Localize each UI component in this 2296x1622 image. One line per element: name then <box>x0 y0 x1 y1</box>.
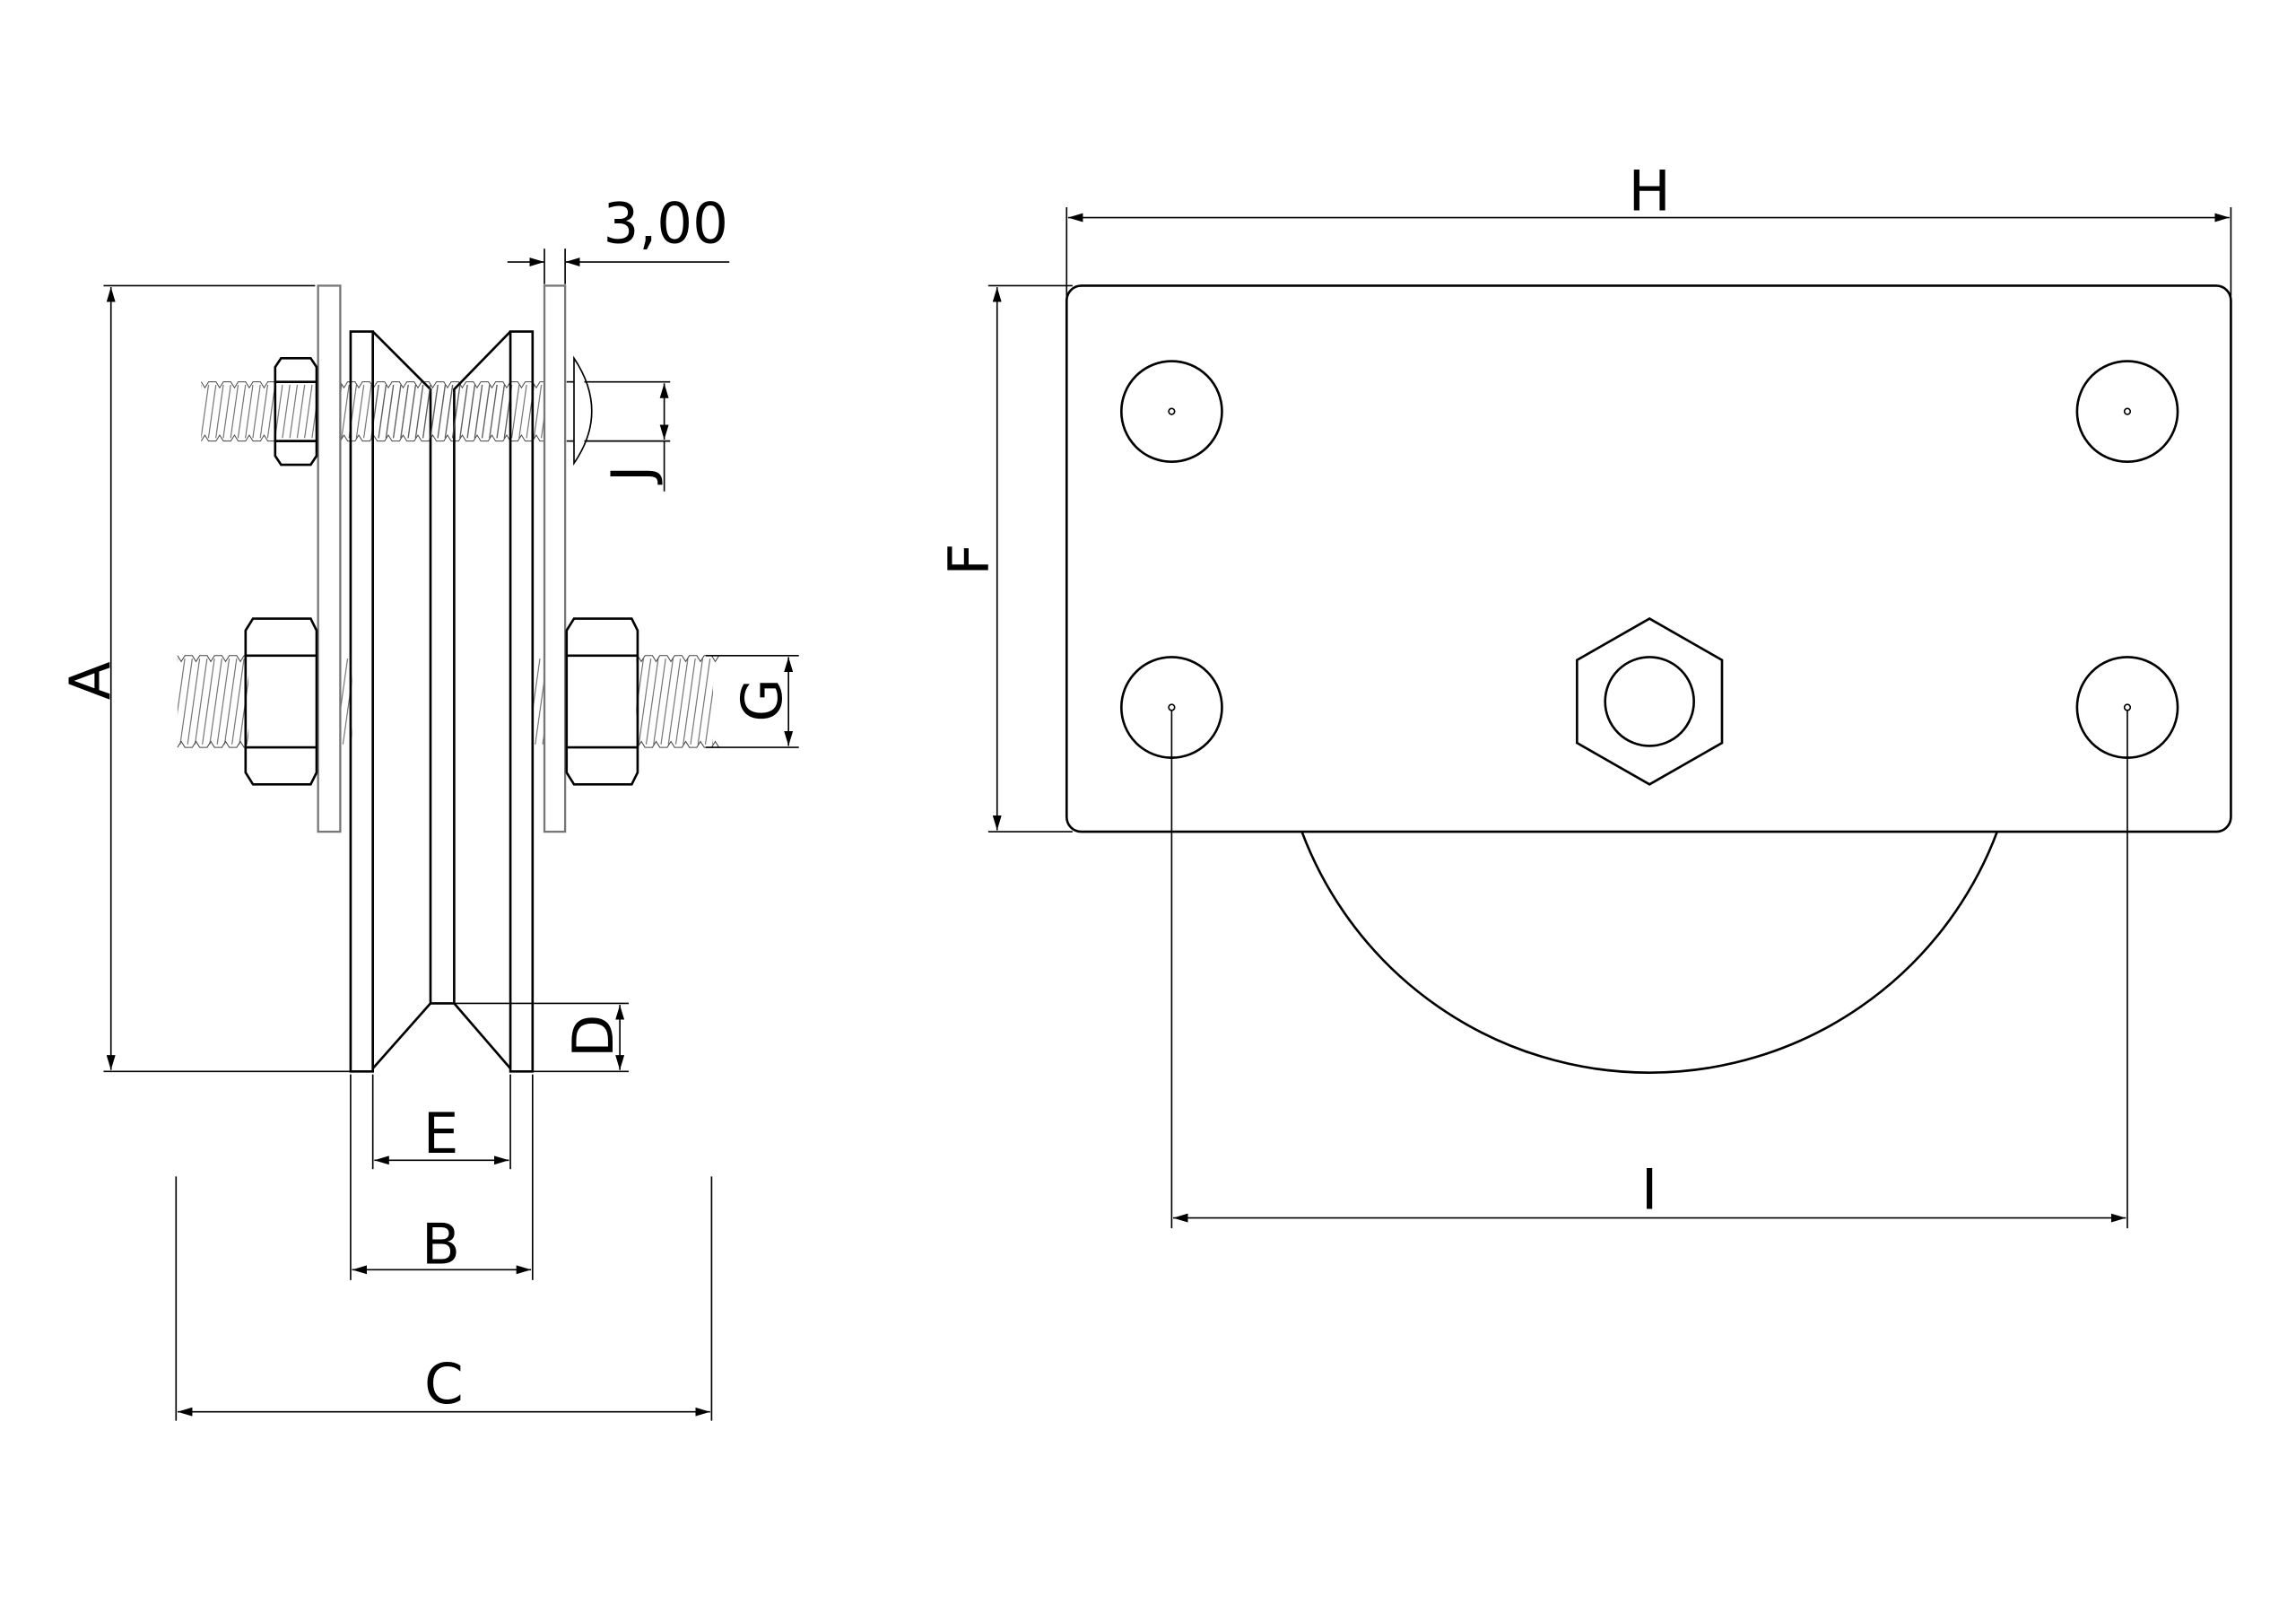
thread-edge <box>177 655 252 663</box>
dimension-f: F <box>936 284 1073 833</box>
dimension-c: C <box>175 1176 713 1421</box>
label-d: D <box>561 1015 626 1058</box>
dimension-e: E <box>371 1074 511 1170</box>
label-e: E <box>423 1101 459 1166</box>
thread-edge <box>200 381 275 389</box>
right-side-plate <box>543 284 567 833</box>
wheel-outline <box>1300 831 1999 1074</box>
left-side-plate <box>317 284 342 833</box>
label-i: I <box>1641 1157 1657 1223</box>
label-j: J <box>599 466 665 485</box>
label-c: C <box>424 1351 464 1417</box>
bottom-nut-right <box>565 617 639 786</box>
thread-edge <box>637 740 720 748</box>
mounting-plate <box>1065 284 2232 833</box>
mounting-hole <box>1119 360 1223 464</box>
dimension-d: D <box>454 1002 630 1073</box>
bottom-bolt-thread-left <box>177 658 352 745</box>
front-view: H F I <box>936 158 2232 1229</box>
thread-edge <box>637 655 720 663</box>
axle-hex-nut <box>1576 617 1724 786</box>
dimension-a: A <box>57 284 351 1073</box>
v-groove-wheel-side <box>349 330 535 1073</box>
side-view: A 3,00 J G D <box>57 191 799 1421</box>
mounting-holes <box>1119 360 2179 759</box>
label-b: B <box>422 1212 460 1278</box>
dimension-g: G <box>705 654 799 748</box>
top-nut <box>274 356 318 467</box>
mounting-hole <box>2075 360 2179 464</box>
thread-edge <box>200 434 275 442</box>
dimension-i: I <box>1170 710 2128 1229</box>
dimension-h: H <box>1065 158 2232 296</box>
dimension-j: J <box>584 380 671 492</box>
label-g: G <box>729 678 795 722</box>
label-f: F <box>936 544 1002 576</box>
bottom-nut-left <box>244 617 318 786</box>
thread-edge <box>177 740 252 748</box>
label-h: H <box>1629 158 1671 223</box>
dimension-thickness: 3,00 <box>507 191 730 284</box>
dimension-b: B <box>350 1074 534 1280</box>
dome-bolt-head <box>573 355 593 467</box>
bottom-bolt-thread-right <box>532 658 714 745</box>
label-a: A <box>57 661 123 700</box>
label-thickness: 3,00 <box>603 191 728 257</box>
